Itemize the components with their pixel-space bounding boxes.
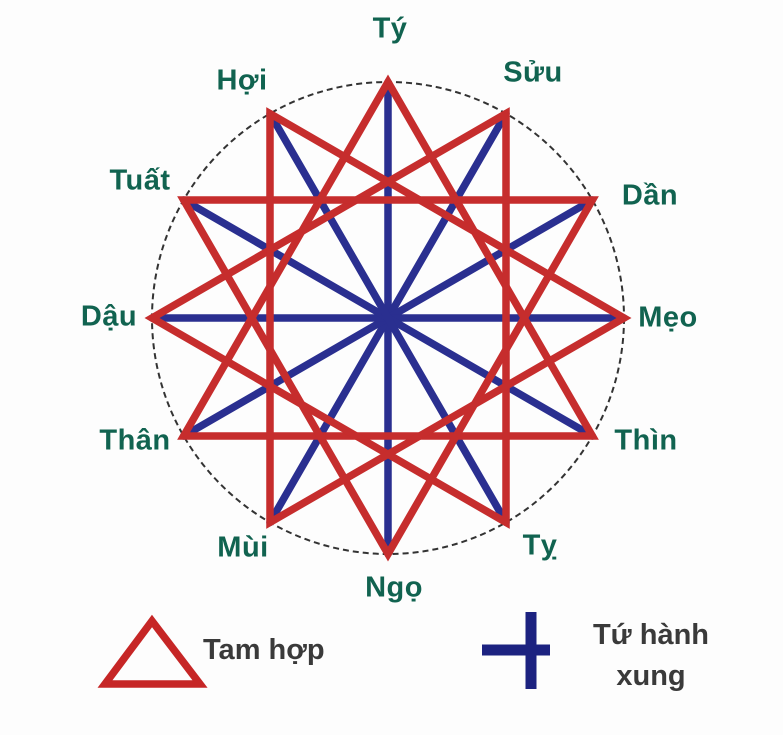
tam-hop-triangle-glyph <box>97 614 208 688</box>
tu-hanh-xung-label-line2: xung <box>616 660 686 692</box>
tam-hop-label: Tam hợp <box>203 634 325 666</box>
tu-hanh-xung-line <box>266 109 510 527</box>
tu-hanh-xung-cross-icon <box>482 612 550 689</box>
tam-hop-triangle <box>177 74 599 440</box>
tam-hop-triangle <box>266 107 632 529</box>
tu-hanh-xung-lines <box>148 78 628 558</box>
tu-hanh-xung-label-line1: Tứ hành <box>592 619 710 651</box>
tam-hop-triangle-icon <box>97 614 208 688</box>
tu-hanh-xung-label: Tứ hành xung <box>582 615 720 697</box>
tam-hop-triangle <box>144 107 510 529</box>
tam-hop-triangle <box>177 196 599 562</box>
tam-hop-lines <box>144 74 632 562</box>
